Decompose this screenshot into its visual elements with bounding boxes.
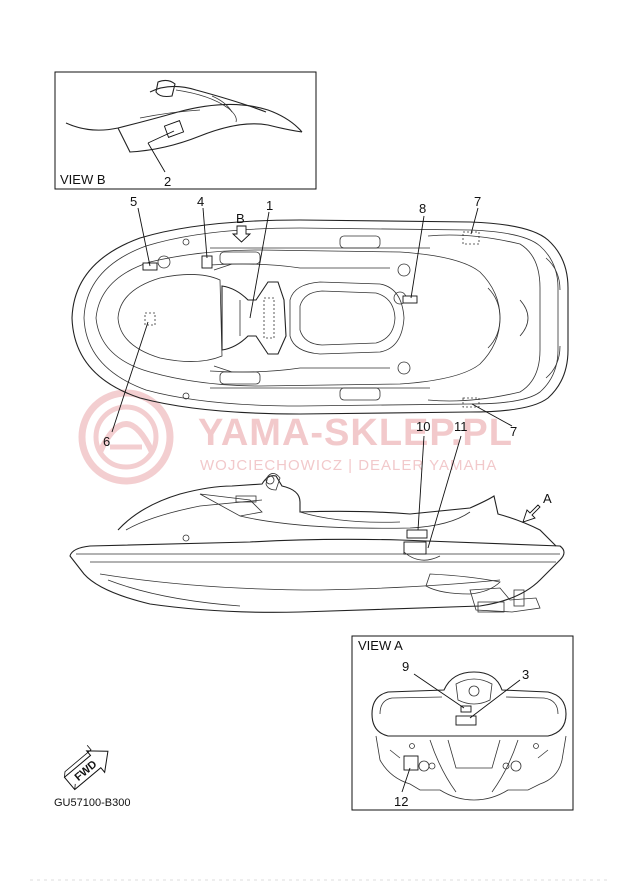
decal-5: [142, 262, 158, 271]
side-view: 10 11 A: [69, 419, 565, 613]
view-a-panel: VIEW A 9 3 12: [351, 635, 574, 811]
arrow-b-label: B: [236, 211, 245, 226]
view-b-panel: 2 VIEW B: [54, 71, 317, 190]
arrow-b-icon: [231, 225, 252, 243]
callout-2: 2: [164, 174, 171, 189]
watermark-logo: [78, 389, 174, 485]
callout-1: 1: [266, 198, 273, 213]
decal-12: [403, 755, 419, 771]
decal-10: [406, 529, 428, 539]
callout-3: 3: [522, 667, 529, 682]
view-a-label: VIEW A: [358, 638, 403, 653]
callout-10: 10: [416, 419, 430, 434]
callout-6: 6: [103, 434, 110, 449]
decal-8: [402, 295, 418, 304]
callout-5: 5: [130, 194, 137, 209]
callout-11: 11: [454, 419, 468, 434]
callout-7-bottom: 7: [510, 424, 517, 439]
fwd-arrow-icon: [63, 750, 109, 791]
callout-12: 12: [394, 794, 408, 809]
callout-8: 8: [419, 201, 426, 216]
arrow-a-label: A: [543, 491, 552, 506]
top-view: B 5 4 1 8 7 6 7: [71, 194, 569, 449]
decal-7-bottom: [462, 397, 480, 408]
decal-7-top: [462, 231, 480, 245]
callout-4: 4: [197, 194, 204, 209]
callout-9: 9: [402, 659, 409, 674]
callout-7-top: 7: [474, 194, 481, 209]
arrow-a-icon: [522, 504, 541, 523]
decal-11: [403, 541, 427, 555]
decal-9: [460, 705, 472, 713]
fwd-arrow: FWD: [63, 744, 109, 791]
watermark-title: YAMA-SKLEP.PL: [198, 412, 513, 454]
view-b-label: VIEW B: [60, 172, 106, 187]
decal-3: [455, 715, 477, 726]
part-number: GU57100-B300: [54, 797, 130, 809]
decal-6: [144, 312, 156, 326]
